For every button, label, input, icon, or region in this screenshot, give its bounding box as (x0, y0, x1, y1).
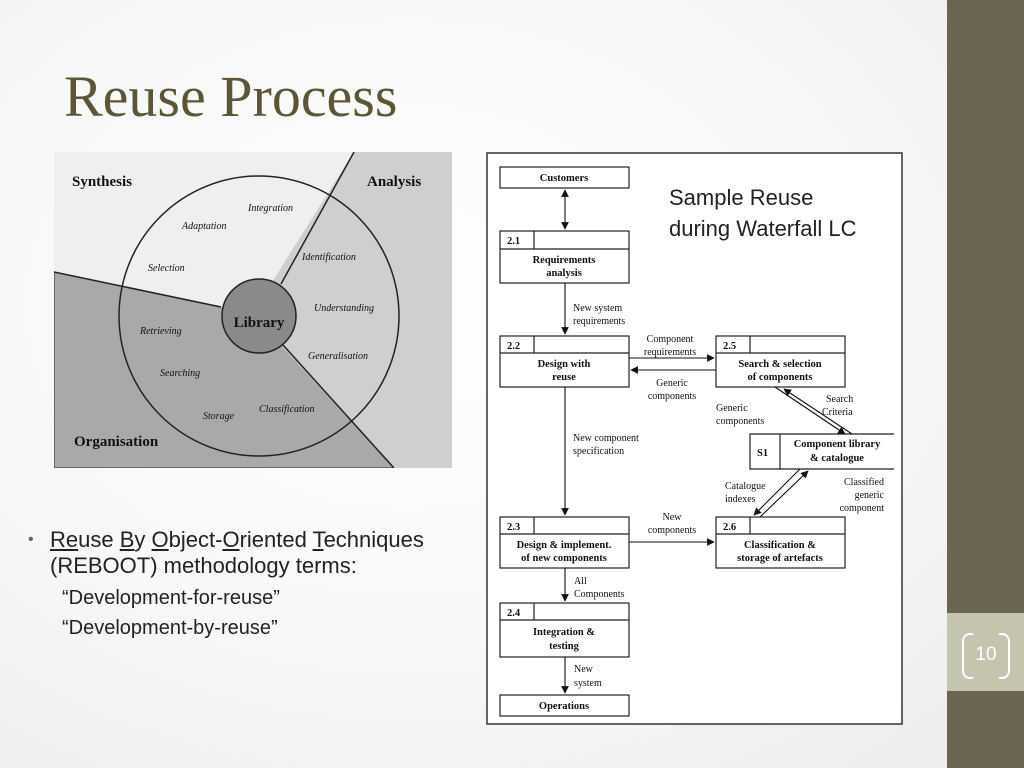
flow-label: Criteria (822, 407, 853, 418)
box-label: Classification & (744, 540, 816, 551)
acronym-letter: O (222, 527, 240, 552)
box-label: storage of artefacts (737, 553, 823, 564)
note-line-1: Sample Reuse (669, 185, 814, 210)
text-part: bject- (168, 527, 223, 552)
text-part: echniques (323, 527, 424, 552)
flow-label: components (648, 391, 696, 402)
flow-label: components (716, 416, 764, 427)
flow-label: Catalogue (725, 481, 766, 492)
reuse-cycle-diagram: Synthesis Analysis Organisation Library … (54, 152, 452, 468)
flow-label: All (574, 576, 587, 587)
flow-label: Search (826, 394, 853, 405)
flow-label: system (574, 678, 602, 689)
flow-label: components (648, 525, 696, 536)
flow-label: New system (573, 303, 622, 314)
quadrant-analysis: Analysis (367, 174, 421, 190)
flow-label: Classified (844, 477, 884, 488)
flow-label: requirements (644, 347, 696, 358)
library-label: Library (234, 315, 285, 331)
text-part: y (134, 527, 152, 552)
quadrant-organisation: Organisation (74, 434, 159, 450)
slide-title: Reuse Process (64, 64, 398, 129)
waterfall-reuse-flowchart: Customers 2.1 Requirements analysis 2.2 … (486, 152, 903, 725)
flow-label: indexes (725, 494, 756, 505)
box-label: Component library (794, 439, 881, 450)
box-customers: Customers (540, 173, 588, 184)
box-id: 2.2 (507, 341, 520, 352)
step-searching: Searching (160, 368, 200, 379)
box-label: Integration & (533, 627, 595, 638)
box-label: analysis (546, 268, 582, 279)
step-identification: Identification (301, 252, 356, 263)
flow-label: generic (855, 490, 885, 501)
flow-label: Generic (656, 378, 688, 389)
flow-label: specification (573, 446, 624, 457)
box-id: 2.4 (507, 608, 521, 619)
acronym-letter: T (312, 527, 324, 552)
box-label: reuse (552, 372, 576, 383)
flow-label: Components (574, 589, 625, 600)
box-label: & catalogue (810, 453, 864, 464)
step-storage: Storage (203, 411, 235, 422)
bullet-text: Reuse By Object-Oriented Techniques (REB… (50, 527, 424, 580)
box-label: of components (747, 372, 812, 383)
step-integration: Integration (247, 203, 293, 214)
box-label: Search & selection (738, 359, 821, 370)
flowchart-note: Sample Reuse during Waterfall LC (669, 183, 909, 245)
acronym-letters: Re (50, 527, 79, 552)
step-selection: Selection (148, 263, 185, 274)
flow-label: New (574, 664, 594, 675)
box-label: Design & implement. (517, 540, 612, 551)
step-classification: Classification (259, 404, 315, 415)
box-label: testing (549, 641, 579, 652)
text-part: riented (239, 527, 313, 552)
bullet-item: • Reuse By Object-Oriented Techniques (R… (28, 527, 498, 580)
step-understanding: Understanding (314, 303, 374, 314)
step-generalisation: Generalisation (308, 351, 368, 362)
page-number: 10 (962, 633, 1010, 679)
bullet-list: • Reuse By Object-Oriented Techniques (R… (28, 527, 498, 640)
sub-item-by-reuse: “Development-by-reuse” (62, 616, 278, 639)
flow-label: component (840, 503, 885, 514)
box-id: S1 (757, 448, 768, 459)
flow-label: Generic (716, 403, 748, 414)
flow-label: Component (647, 334, 694, 345)
note-line-2: during Waterfall LC (669, 215, 857, 241)
step-adaptation: Adaptation (181, 221, 226, 232)
box-label: Requirements (533, 255, 596, 266)
box-id: 2.3 (507, 522, 520, 533)
box-label: Design with (538, 359, 591, 370)
flow-label: New component (573, 433, 639, 444)
step-retrieving: Retrieving (139, 326, 182, 337)
box-id: 2.1 (507, 236, 520, 247)
box-label: of new components (521, 553, 607, 564)
box-operations: Operations (539, 701, 589, 712)
acronym-letter: O (151, 527, 169, 552)
bullet-line2: (REBOOT) methodology terms: (50, 553, 357, 579)
acronym-letter: B (119, 527, 135, 552)
box-id: 2.5 (723, 341, 736, 352)
flow-label: New (663, 512, 683, 523)
flow-label: requirements (573, 316, 625, 327)
quadrant-synthesis: Synthesis (72, 174, 132, 190)
bullet-dot: • (28, 531, 34, 548)
page-number-box (947, 613, 1024, 691)
sub-item-for-reuse: “Development-for-reuse” (62, 586, 280, 609)
box-id: 2.6 (723, 522, 736, 533)
text-part: use (78, 527, 120, 552)
